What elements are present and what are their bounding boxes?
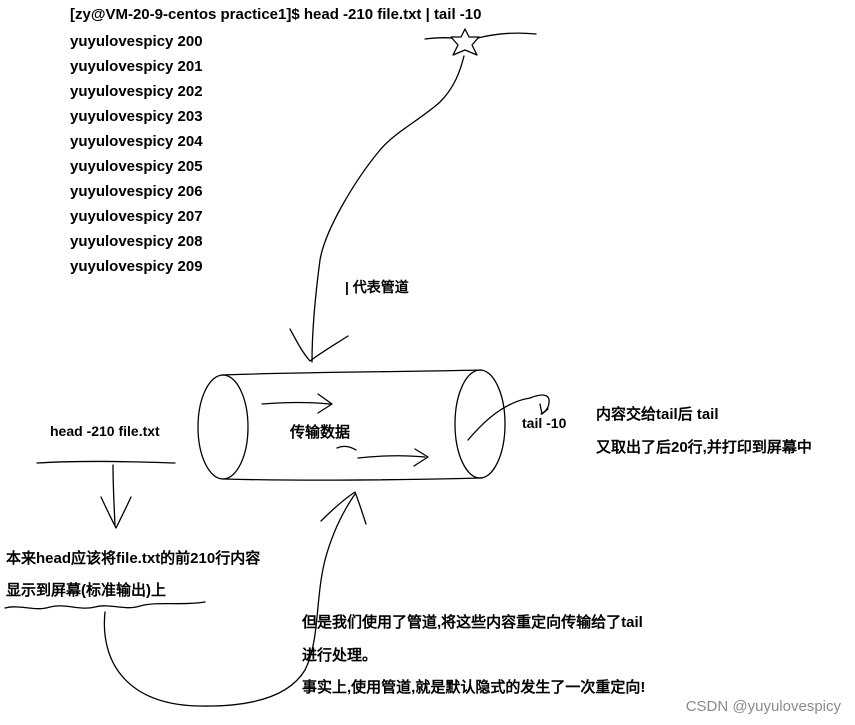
head-command-label: head -210 file.txt [50, 423, 160, 439]
terminal-output-line: yuyulovespicy 209 [70, 258, 203, 275]
head-line [36, 460, 176, 464]
head-arrow-head [100, 496, 132, 529]
pipe-right-end [454, 369, 506, 479]
head-note-line-1: 本来head应该将file.txt的前210行内容 [6, 550, 261, 567]
terminal-output-line: yuyulovespicy 205 [70, 158, 203, 175]
terminal-output-line: yuyulovespicy 201 [70, 58, 203, 75]
terminal-output-line: yuyulovespicy 202 [70, 83, 203, 100]
terminal-output-line: yuyulovespicy 204 [70, 133, 203, 150]
pipe-note-line-1: 但是我们使用了管道,将这些内容重定向传输给了tail [302, 614, 643, 631]
terminal-output-line: yuyulovespicy 206 [70, 183, 203, 200]
pipe-left-end [197, 374, 249, 480]
wavy-underline [4, 601, 206, 610]
terminal-output-line: yuyulovespicy 203 [70, 108, 203, 125]
terminal-command: [zy@VM-20-9-centos practice1]$ head -210… [70, 6, 482, 23]
tail-note-line-2: 又取出了后20行,并打印到屏幕中 [596, 439, 812, 456]
terminal-output-line: yuyulovespicy 207 [70, 208, 203, 225]
pipe-top-edge [221, 369, 482, 376]
pipe-note-line-2: 进行处理。 [302, 647, 378, 664]
tail-hook [529, 394, 550, 415]
pipe-data-label: 传输数据 [290, 424, 351, 441]
inner-arrow-top [261, 393, 333, 414]
tail-command-label: tail -10 [522, 415, 567, 431]
csdn-watermark: CSDN @yuyulovespicy [685, 698, 841, 715]
pipe-arrow-head [289, 328, 349, 362]
pipe-arrow-curve [311, 55, 465, 363]
redirect-arrow-head [320, 491, 367, 525]
pipe-note-line-3: 事实上,使用管道,就是默认隐式的发生了一次重定向! [302, 679, 646, 696]
pipe-meaning-label: | 代表管道 [345, 279, 409, 295]
tail-diagonal [467, 397, 531, 441]
star-stroke-right [477, 32, 537, 39]
pipe-bottom-edge [222, 477, 483, 481]
redirect-arrow-curve [103, 493, 356, 707]
star-stroke-left [424, 37, 453, 40]
head-note-line-2: 显示到屏幕(标准输出)上 [6, 582, 166, 599]
tail-note-line-1: 内容交给tail后 tail [596, 406, 719, 423]
terminal-output-line: yuyulovespicy 200 [70, 33, 203, 50]
star-icon [450, 28, 480, 56]
head-arrow-shaft [112, 464, 116, 526]
inner-arrow-bottom [357, 448, 429, 467]
inner-arrow-small [336, 445, 357, 451]
terminal-output-line: yuyulovespicy 208 [70, 233, 203, 250]
